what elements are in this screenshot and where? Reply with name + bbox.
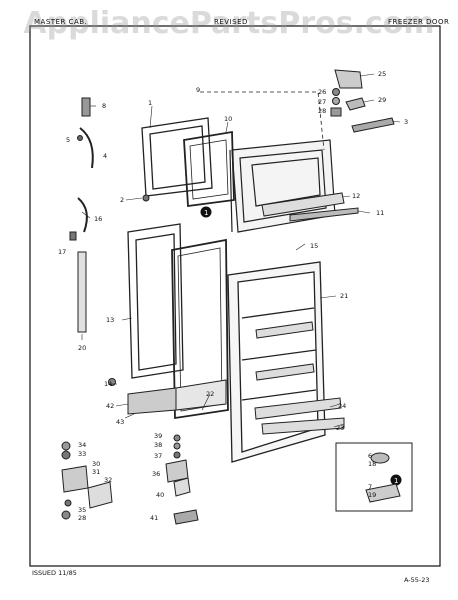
top-hinge-assembly bbox=[330, 69, 395, 133]
callout-25: 25 bbox=[378, 70, 386, 78]
callout-34: 34 bbox=[78, 441, 86, 449]
callout-11: 11 bbox=[376, 209, 384, 217]
freezer-door-shelf bbox=[261, 192, 359, 222]
hinge-dashed-line bbox=[200, 91, 325, 151]
callout-4: 4 bbox=[103, 152, 107, 160]
callout-2: 2 bbox=[120, 196, 124, 204]
note-marker-label-1: 1 bbox=[204, 209, 208, 217]
header-center: REVISED bbox=[214, 18, 248, 26]
callout-14: 14 bbox=[104, 380, 112, 388]
callout-8: 8 bbox=[102, 102, 106, 110]
header-left: MASTER CAB. bbox=[34, 18, 88, 26]
callout-39: 39 bbox=[154, 432, 162, 440]
leader-lines bbox=[81, 73, 401, 428]
bottom-hinge-hardware bbox=[61, 441, 113, 520]
refrigerator-door-liner bbox=[127, 223, 184, 379]
callout-40: 40 bbox=[156, 491, 164, 499]
callout-10: 10 bbox=[224, 115, 232, 123]
callout-18: 18 bbox=[368, 460, 376, 468]
callout-41: 41 bbox=[150, 514, 158, 522]
callout-22: 22 bbox=[206, 390, 214, 398]
callout-28b: 28 bbox=[78, 514, 86, 522]
callout-12: 12 bbox=[352, 192, 360, 200]
callout-9: 9 bbox=[196, 86, 200, 94]
refrigerator-handle-parts bbox=[69, 197, 116, 386]
note-marker bbox=[200, 206, 402, 486]
freezer-gasket bbox=[183, 130, 235, 208]
callout-29: 29 bbox=[378, 96, 386, 104]
callout-20: 20 bbox=[78, 344, 86, 352]
freezer-door-panel bbox=[229, 139, 336, 233]
callout-1: 1 bbox=[148, 99, 152, 107]
callout-30: 30 bbox=[92, 460, 100, 468]
inset-detail-box bbox=[335, 442, 413, 512]
diagram-border bbox=[29, 25, 441, 567]
freezer-door-liner bbox=[141, 117, 213, 197]
callout-7: 7 bbox=[368, 483, 372, 491]
breaker-strip bbox=[127, 379, 227, 415]
callout-26: 26 bbox=[318, 88, 326, 96]
callout-28: 28 bbox=[318, 107, 326, 115]
note-marker-label-2: 1 bbox=[394, 477, 398, 485]
callout-5: 5 bbox=[66, 136, 70, 144]
callout-37: 37 bbox=[154, 452, 162, 460]
callout-19: 19 bbox=[368, 491, 376, 499]
refrigerator-door-shelves bbox=[254, 321, 345, 435]
callout-35: 35 bbox=[78, 506, 86, 514]
callout-23: 23 bbox=[336, 424, 344, 432]
callout-13: 13 bbox=[106, 316, 114, 324]
callout-42: 42 bbox=[106, 402, 114, 410]
callout-33: 33 bbox=[78, 450, 86, 458]
callout-32: 32 bbox=[104, 476, 112, 484]
callout-21: 21 bbox=[340, 292, 348, 300]
callout-labels: 1 2 3 4 5 6 7 8 9 10 11 12 13 14 15 16 1… bbox=[58, 70, 408, 522]
callout-36: 36 bbox=[152, 470, 160, 478]
callout-43: 43 bbox=[116, 418, 124, 426]
callout-38: 38 bbox=[154, 441, 162, 449]
callout-31: 31 bbox=[92, 468, 100, 476]
center-hinge-hardware bbox=[165, 434, 199, 525]
callout-24: 24 bbox=[338, 402, 346, 410]
watermark: AppliancePartsPros.com bbox=[23, 6, 435, 41]
callout-16: 16 bbox=[94, 215, 102, 223]
callout-27: 27 bbox=[318, 98, 326, 106]
freezer-handle-parts bbox=[77, 97, 150, 202]
footer-issued: ISSUED 11/85 bbox=[32, 569, 77, 577]
callout-3: 3 bbox=[404, 118, 408, 126]
callout-6: 6 bbox=[368, 452, 372, 460]
header-right: FREEZER DOOR bbox=[388, 18, 450, 26]
callout-15: 15 bbox=[310, 242, 318, 250]
footer-page-code: A-55-23 bbox=[404, 576, 430, 584]
callout-17: 17 bbox=[58, 248, 66, 256]
